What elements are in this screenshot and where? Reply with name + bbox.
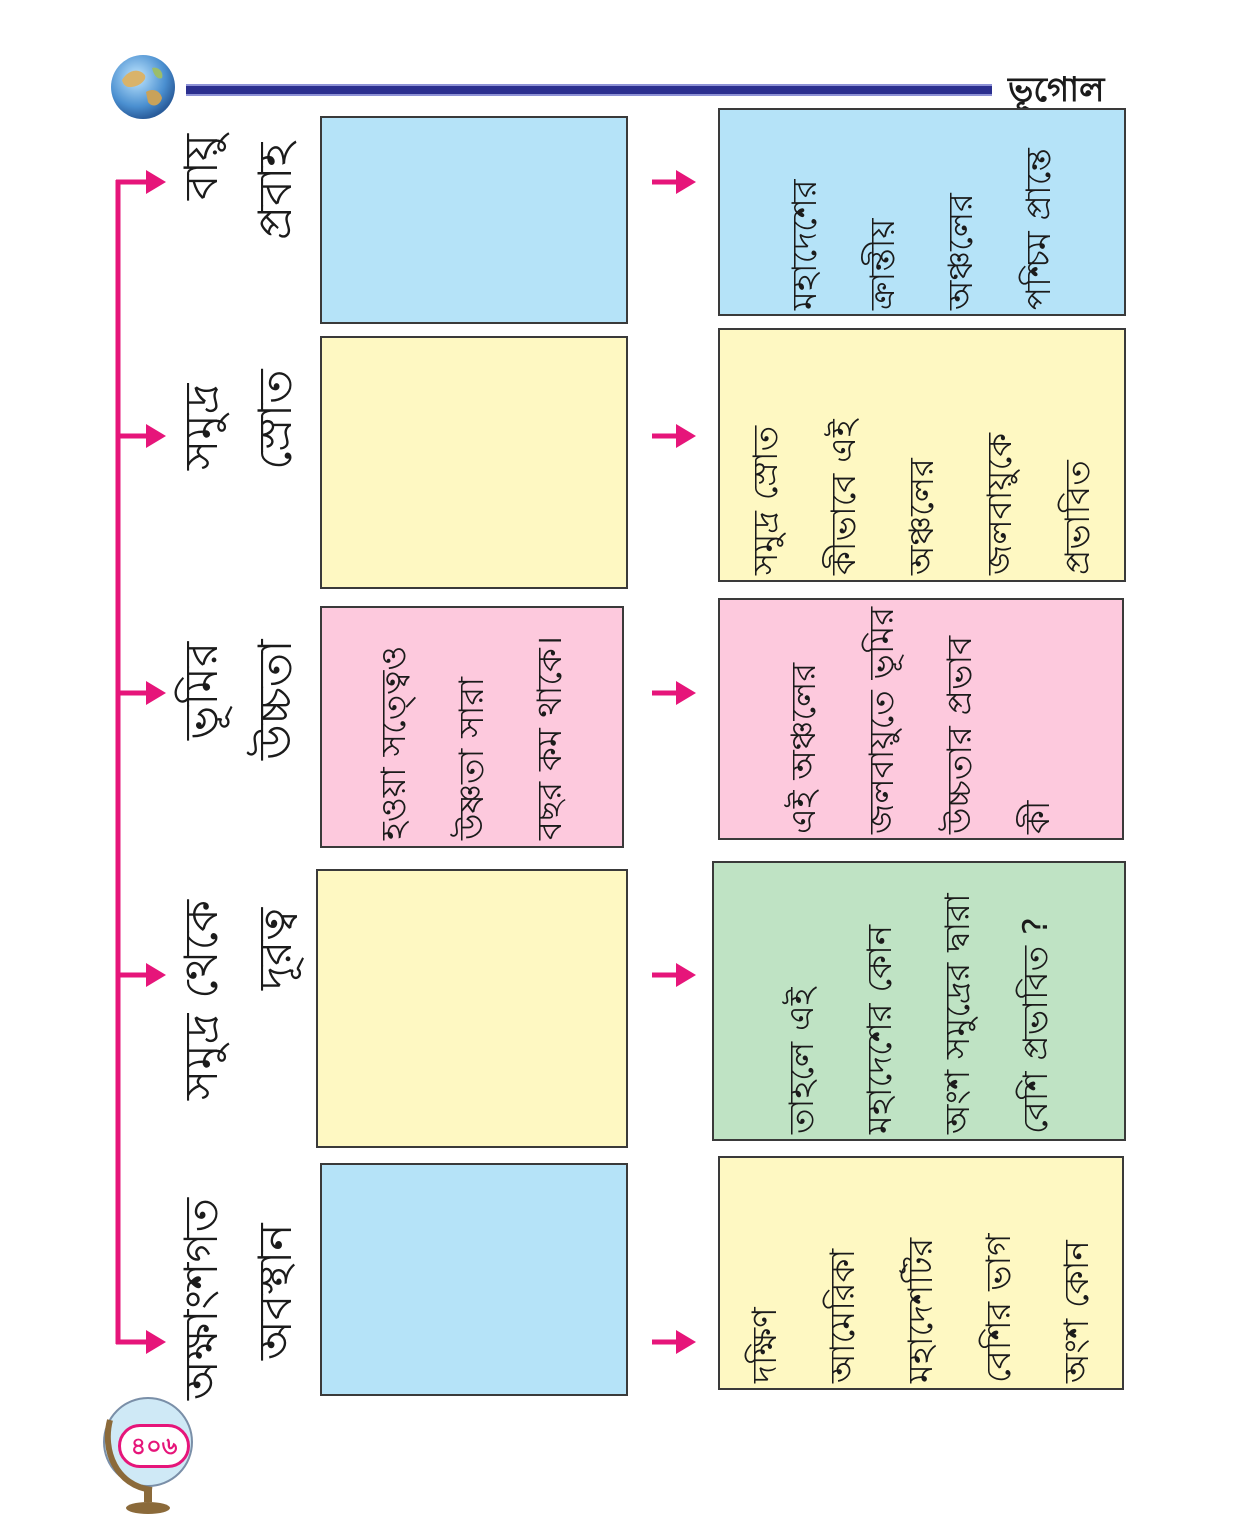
question-box-distance: তাহলে এই মহাদেশের কোন অংশ সমুদ্রের দ্বার… bbox=[712, 861, 1126, 1141]
answer-box-wind[interactable] bbox=[320, 116, 628, 324]
question-box-latitude: দক্ষিণ আমেরিকা মহাদেশটির বেশির ভাগ অংশ ক… bbox=[718, 1156, 1124, 1390]
question-text: দক্ষিণ আমেরিকা মহাদেশটির বেশির ভাগ অংশ ক… bbox=[745, 1233, 1097, 1383]
question-text: মহাদেশের ক্রান্তীয় অঞ্চলের পশ্চিম প্রান… bbox=[785, 148, 1059, 310]
label-ocean-current: সমুদ্র স্রোত bbox=[168, 350, 308, 530]
label-distance-from-sea: সমুদ্র থেকে দূরত্ব bbox=[168, 870, 308, 1100]
header-subject: ভূগোল bbox=[1008, 70, 1105, 110]
page-number: ৪০৬ bbox=[130, 1432, 178, 1460]
label-line: সমুদ্র bbox=[174, 383, 228, 471]
globe-icon bbox=[111, 55, 175, 119]
label-line: উচ্চতা bbox=[248, 639, 302, 760]
question-box-wind: মহাদেশের ক্রান্তীয় অঞ্চলের পশ্চিম প্রান… bbox=[718, 108, 1126, 316]
label-line: সমুদ্র থেকে bbox=[174, 899, 228, 1100]
label-line: বায়ু bbox=[174, 133, 228, 200]
label-line: দূরত্ব bbox=[248, 907, 302, 990]
answer-text: হওয়া সত্ত্বেও উষ্ণতা সারা বছর কম থাকে। bbox=[374, 636, 570, 840]
label-line: ভূমির bbox=[174, 641, 228, 740]
label-line: অক্ষাংশগত bbox=[174, 1197, 228, 1400]
answer-box-distance[interactable] bbox=[316, 869, 628, 1148]
label-line: প্রবাহ bbox=[248, 142, 302, 240]
header-rule bbox=[186, 84, 992, 96]
label-wind-flow: বায়ু প্রবাহ bbox=[168, 120, 308, 270]
question-text: সমুদ্র স্রোত কীভাবে এই অঞ্চলের জলবায়ুকে… bbox=[746, 419, 1098, 575]
label-line: অবস্থান bbox=[248, 1223, 302, 1360]
answer-box-elevation[interactable]: হওয়া সত্ত্বেও উষ্ণতা সারা বছর কম থাকে। bbox=[320, 606, 624, 848]
label-land-elevation: ভূমির উচ্চতা bbox=[168, 600, 308, 780]
page-number-badge: ৪০৬ bbox=[118, 1424, 190, 1468]
question-box-elevation: এই অঞ্চলের জলবায়ুতে ভূমির উচ্চতার প্রভা… bbox=[718, 598, 1124, 840]
label-latitude-position: অক্ষাংশগত অবস্থান bbox=[168, 1190, 308, 1400]
answer-box-latitude[interactable] bbox=[320, 1163, 628, 1396]
question-text: এই অঞ্চলের জলবায়ুতে ভূমির উচ্চতার প্রভা… bbox=[784, 606, 1058, 834]
answer-box-ocean-current[interactable] bbox=[320, 336, 628, 589]
label-line: স্রোত bbox=[248, 369, 302, 470]
question-box-ocean-current: সমুদ্র স্রোত কীভাবে এই অঞ্চলের জলবায়ুকে… bbox=[718, 328, 1126, 582]
question-text: তাহলে এই মহাদেশের কোন অংশ সমুদ্রের দ্বার… bbox=[782, 893, 1056, 1134]
